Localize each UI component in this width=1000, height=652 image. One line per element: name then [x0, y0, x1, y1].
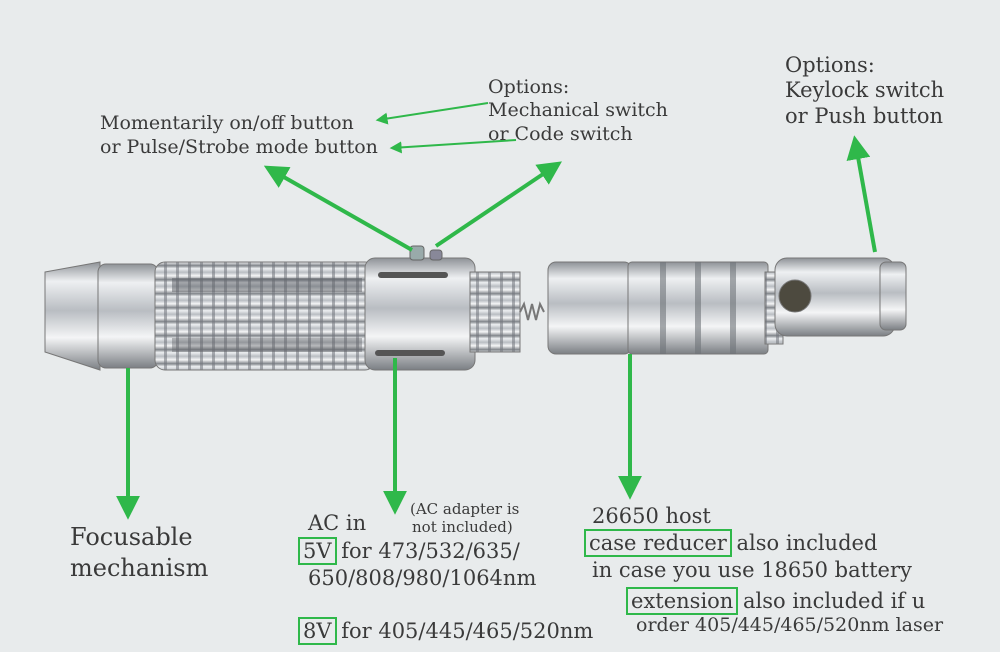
- laser-head: [44, 261, 159, 371]
- thin-arrow-2: [389, 139, 517, 154]
- threads-and-spring: [469, 271, 545, 353]
- tail-options-title: Options:: [785, 53, 875, 77]
- thin-arrows: [375, 102, 517, 154]
- tail-cap: [774, 257, 907, 337]
- switch-section: [364, 245, 476, 371]
- extension-text-line2: order 405/445/465/520nm laser: [636, 614, 944, 636]
- tail-options-line2: or Push button: [785, 104, 944, 128]
- button-label-line2: or Pulse/Strobe mode button: [100, 136, 378, 158]
- extension-badge: extension: [625, 587, 739, 615]
- voltage-5v-text: for 473/532/635/: [334, 539, 520, 563]
- ac-in-label: AC in: [308, 511, 367, 535]
- host-label: 26650 host: [592, 504, 711, 528]
- voltage-5v-row: 5V for 473/532/635/: [298, 537, 520, 565]
- voltage-8v-badge: 8V: [298, 617, 337, 645]
- ac-note-line1: (AC adapter is: [410, 500, 520, 518]
- arrow-to-switch-label: [434, 161, 562, 248]
- switch-options-line2: or Code switch: [488, 123, 633, 145]
- reducer-row: case reducer also included: [584, 529, 878, 557]
- tail-options-line1: Keylock switch: [785, 78, 945, 102]
- extension-text: also included if u: [736, 589, 926, 613]
- voltage-5v-text-line2: 650/808/980/1064nm: [308, 566, 537, 590]
- switch-options-line1: Mechanical switch: [488, 99, 668, 121]
- switch-options-title: Options:: [488, 76, 570, 98]
- voltage-8v-text: for 405/445/465/520nm: [334, 619, 594, 643]
- focus-label-line2: mechanism: [70, 554, 209, 582]
- button-label-line1: Momentarily on/off button: [100, 112, 354, 134]
- ac-note-line2: not included): [412, 518, 513, 536]
- reducer-text-line2: in case you use 18650 battery: [592, 558, 912, 582]
- battery-tube: [547, 261, 784, 355]
- reducer-badge: case reducer: [584, 529, 732, 557]
- extension-row: extension also included if u: [625, 587, 926, 615]
- voltage-8v-row: 8V for 405/445/465/520nm: [298, 617, 594, 645]
- voltage-5v-badge: 5V: [298, 537, 337, 565]
- focus-label-line1: Focusable: [70, 523, 193, 551]
- thin-arrow-1: [375, 102, 489, 125]
- arrow-to-tail-label: [846, 135, 877, 253]
- reducer-text: also included: [729, 531, 878, 555]
- arrow-to-button-label: [263, 165, 413, 252]
- knurled-body: [154, 261, 376, 371]
- arrows: [116, 135, 877, 520]
